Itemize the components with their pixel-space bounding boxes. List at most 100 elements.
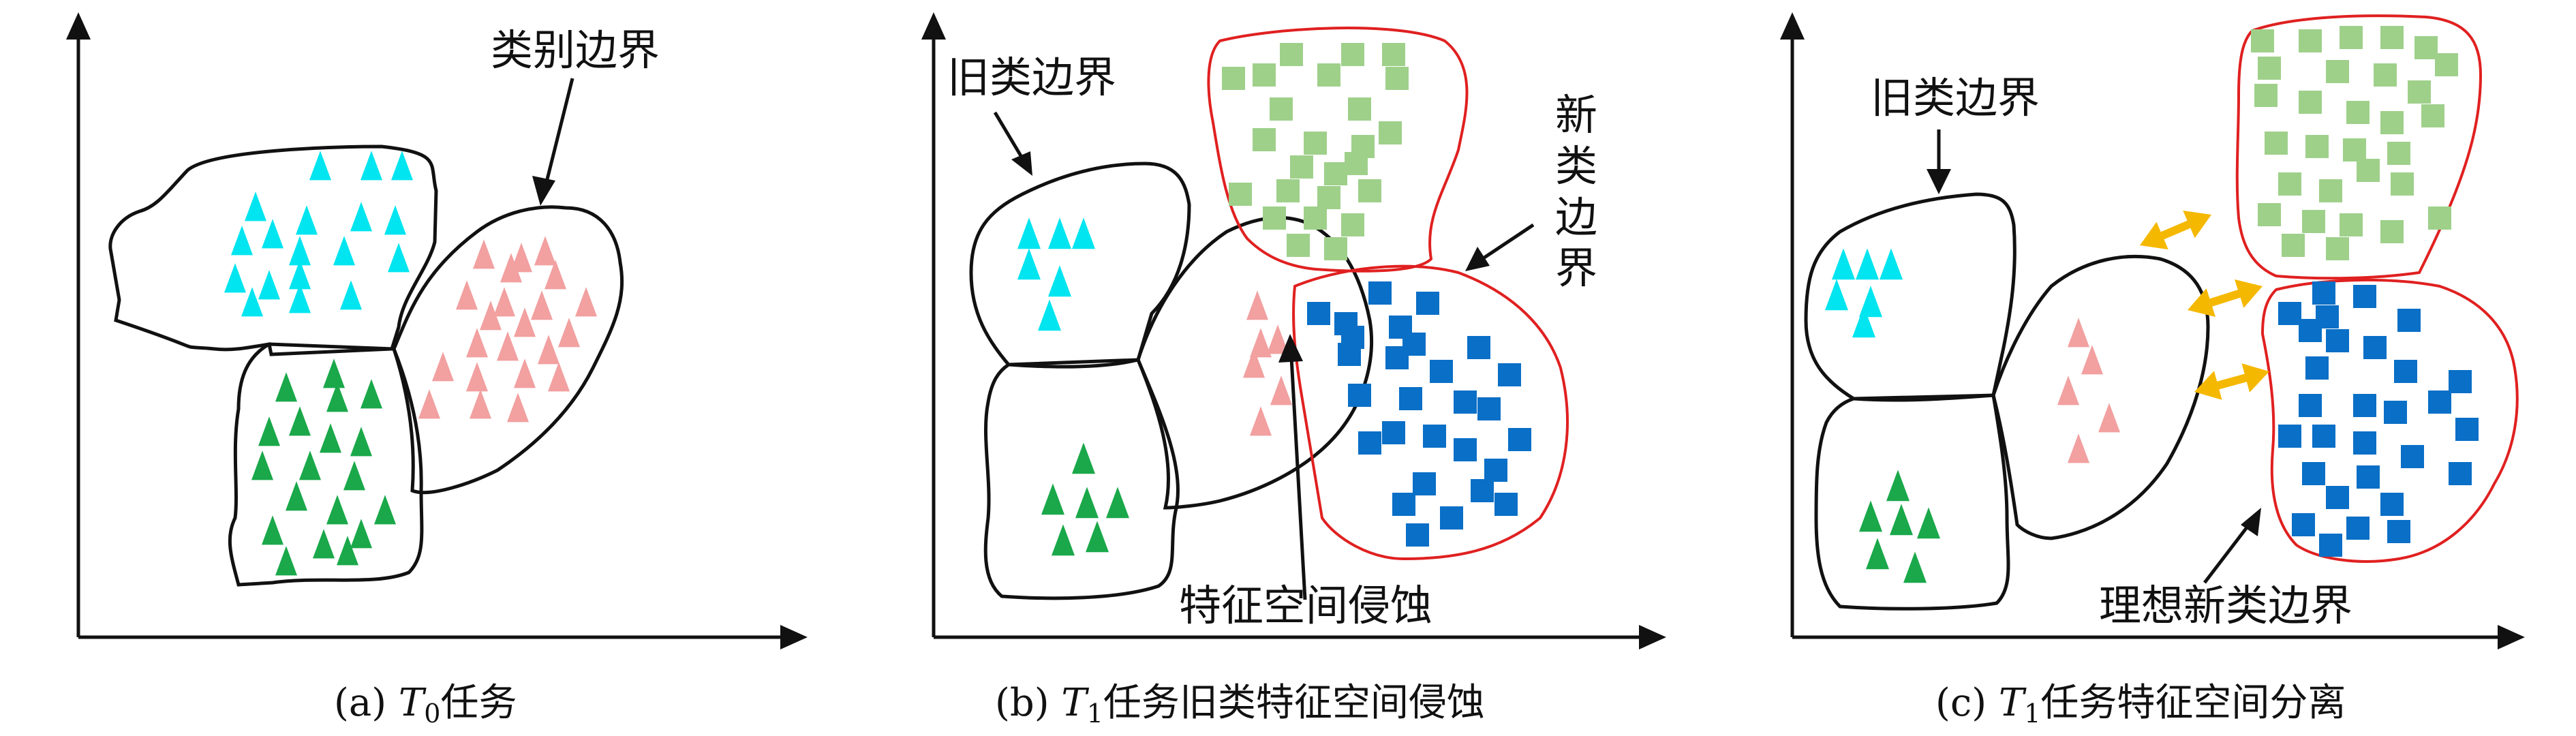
triangle-marker — [1041, 483, 1064, 515]
panel-c-ideal-boundary-arrow — [2203, 508, 2261, 584]
triangle-marker — [1048, 265, 1071, 297]
square-marker — [2374, 63, 2397, 87]
triangle-marker — [289, 283, 311, 313]
square-marker — [1382, 421, 1405, 444]
triangle-marker — [534, 236, 556, 266]
triangle-marker — [1106, 487, 1129, 519]
triangle-marker — [531, 290, 553, 320]
square-marker — [1368, 281, 1392, 305]
triangle-marker — [1086, 521, 1109, 553]
square-marker — [2326, 329, 2349, 352]
square-marker — [2384, 401, 2407, 424]
panel-a-axes — [66, 12, 808, 649]
panel-c-ideal-boundary-label: 理想新类边界 — [2099, 581, 2352, 630]
region-b-blue — [1292, 264, 1569, 561]
svg-text:界: 界 — [1555, 243, 1597, 293]
square-marker — [2397, 309, 2421, 332]
triangle-marker — [361, 151, 382, 181]
triangle-marker — [2098, 403, 2120, 433]
square-marker — [1358, 431, 1381, 455]
triangle-marker — [333, 236, 355, 266]
triangle-marker — [350, 519, 372, 549]
triangle-marker — [343, 461, 365, 491]
triangle-marker — [1903, 551, 1927, 583]
triangle-marker — [1075, 487, 1099, 519]
square-marker — [2387, 520, 2410, 543]
panel-b-erosion-label: 特征空间侵蚀 — [1179, 581, 1432, 630]
triangle-marker — [473, 239, 495, 269]
triangle-marker — [1250, 406, 1272, 436]
triangle-marker — [2081, 345, 2103, 375]
square-marker — [1413, 472, 1436, 495]
square-marker — [1341, 213, 1364, 236]
triangle-marker — [2068, 318, 2089, 348]
triangle-marker — [1880, 248, 1903, 280]
triangle-marker — [1246, 290, 1268, 320]
triangle-marker — [340, 280, 362, 310]
panel-b-new-regions — [1207, 27, 1569, 561]
panel-a-caption: (a) T0任务 — [334, 681, 517, 729]
triangle-marker — [313, 529, 335, 559]
square-marker — [1304, 206, 1327, 230]
triangle-marker — [1267, 324, 1289, 354]
triangle-marker — [432, 352, 454, 382]
square-marker — [1222, 67, 1245, 90]
square-marker — [2380, 111, 2404, 134]
panel-a-boundary-label-arrow — [532, 78, 574, 206]
square-marker — [1423, 425, 1446, 448]
square-marker — [2449, 462, 2472, 485]
square-marker — [2353, 285, 2376, 308]
square-marker — [1467, 336, 1490, 359]
square-marker — [1498, 363, 1521, 386]
panel-b-triangles-green — [1041, 442, 1129, 556]
triangle-marker — [1038, 299, 1061, 331]
panel-b-triangles-cyan — [1017, 217, 1095, 331]
square-marker — [2401, 445, 2424, 468]
panel-c-old-regions — [1804, 192, 2210, 611]
triangle-marker — [275, 372, 297, 402]
triangle-marker — [299, 450, 321, 480]
triangle-marker — [289, 236, 311, 266]
region-b-green — [983, 358, 1180, 600]
panel-c-axes — [1780, 12, 2525, 649]
square-marker — [2408, 80, 2431, 104]
panel-b: 旧类边界 新 类 边 界 特征空间侵蚀 (b) T1任务旧类特征空间侵蚀 — [921, 12, 1666, 729]
square-marker — [2319, 534, 2342, 557]
square-marker — [1440, 506, 1463, 530]
square-marker — [2299, 29, 2322, 52]
square-marker — [2363, 336, 2387, 359]
square-marker — [1348, 97, 1371, 121]
panel-c-caption: (c) T1任务特征空间分离 — [1935, 681, 2346, 729]
triangle-marker — [1250, 328, 1272, 358]
triangle-marker — [1890, 504, 1913, 536]
region-c-lightgreen — [2235, 14, 2483, 280]
square-marker — [1229, 183, 1252, 206]
square-marker — [2326, 486, 2349, 509]
panel-c-triangles-cyan — [1825, 248, 1903, 338]
square-marker — [1494, 493, 1518, 516]
panel-c-triangles-green — [1859, 470, 1940, 583]
triangle-marker — [262, 515, 283, 545]
triangle-marker — [514, 358, 536, 388]
square-marker — [1270, 97, 1293, 121]
triangle-marker — [1243, 348, 1265, 378]
square-marker — [1430, 360, 1453, 383]
square-marker — [2278, 172, 2301, 196]
region-a-pink — [392, 205, 624, 495]
triangle-marker — [374, 495, 396, 525]
triangle-marker — [391, 151, 413, 181]
svg-text:新: 新 — [1555, 90, 1597, 140]
square-marker — [2391, 172, 2414, 196]
triangle-marker — [258, 416, 280, 446]
triangle-marker — [456, 280, 478, 310]
region-b-cyan — [969, 162, 1191, 369]
square-marker — [2302, 210, 2325, 233]
region-c-blue — [2260, 278, 2519, 563]
square-marker — [2353, 431, 2376, 455]
triangle-marker — [1072, 442, 1095, 474]
square-marker — [1392, 493, 1415, 516]
panel-c: 旧类边界 理想新类边界 (c) T1任务特征空间分离 — [1780, 12, 2525, 729]
triangle-marker — [1859, 500, 1882, 532]
triangle-marker — [493, 287, 515, 317]
